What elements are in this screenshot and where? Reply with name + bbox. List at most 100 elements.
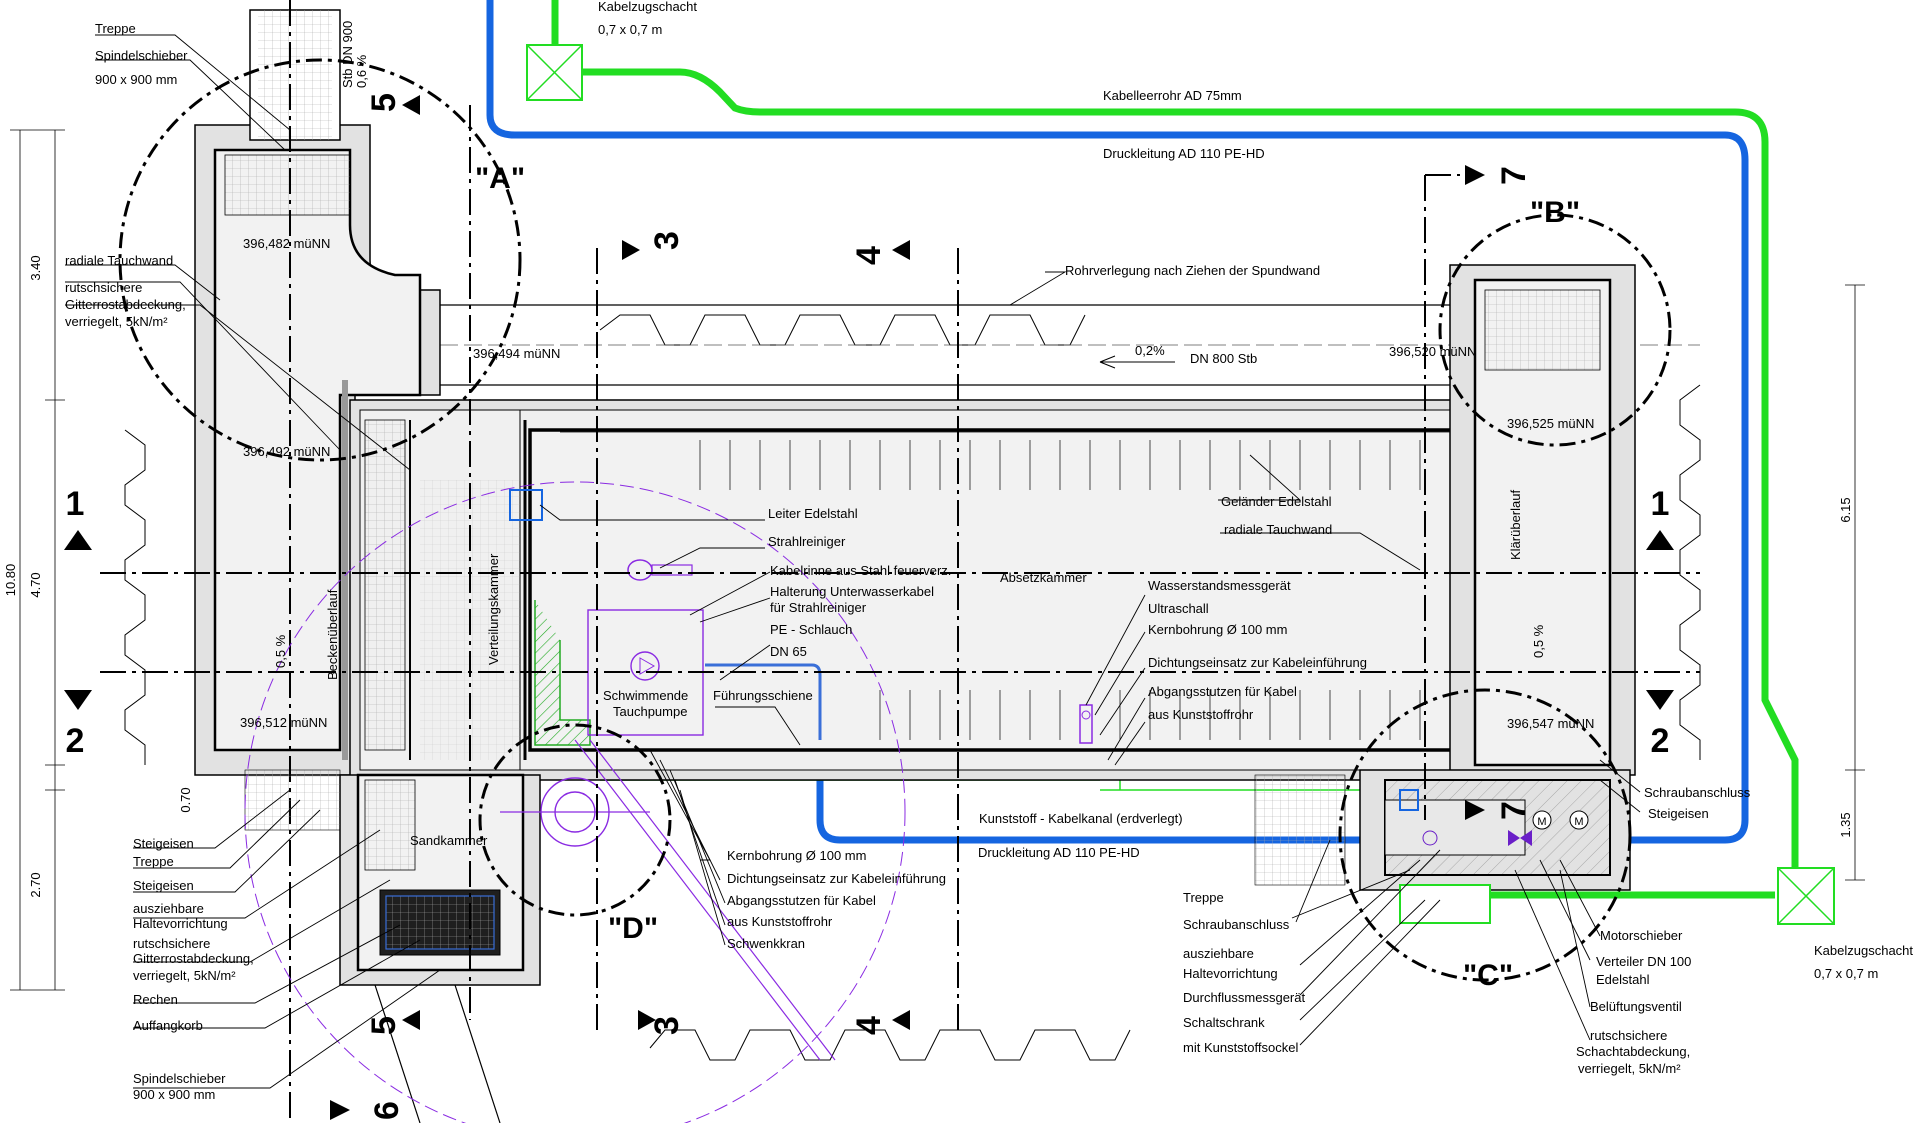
label-kabelzug-right: Kabelzugschacht: [1814, 943, 1913, 958]
label-kabelleerrohr: Kabelleerrohr AD 75mm: [1103, 88, 1242, 103]
label-absetzkammer: Absetzkammer: [1000, 570, 1087, 585]
detail-c-label: "C": [1463, 959, 1513, 992]
label-stb-dn900: Stb DN 900: [340, 21, 355, 88]
label-abdeckung-1: rutschsichere: [1590, 1028, 1667, 1043]
label-gitter-1: rutschsichere: [65, 280, 142, 295]
label-verteiler-2: Edelstahl: [1596, 972, 1650, 987]
strahlreiniger-device: [627, 559, 693, 581]
label-abgang-top-1: Abgangsstutzen für Kabel: [1148, 684, 1297, 699]
dim-left-a: 3.40: [28, 255, 43, 280]
spundwand-bottom: [649, 1029, 1131, 1061]
label-steigeisen-right: Steigeisen: [1648, 806, 1709, 821]
label-halte-2-left: Haltevorrichtung: [133, 916, 228, 931]
label-verteiler-1: Verteiler DN 100: [1596, 954, 1691, 969]
label-abgang-bottom-2: aus Kunststoffrohr: [727, 914, 833, 929]
label-beckenueberlauf: Beckenüberlauf: [325, 589, 340, 680]
detail-b-label: "B": [1530, 196, 1580, 229]
label-sandkammer: Sandkammer: [410, 833, 488, 848]
label-radiale-right: radiale Tauchwand: [1224, 522, 1332, 537]
label-pe-schlauch: PE - Schlauch: [770, 622, 852, 637]
label-schaltschrank-2: mit Kunststoffsockel: [1183, 1040, 1298, 1055]
label-gefaelle-left: 0,5 %: [273, 634, 288, 668]
label-kabelkanal: Kunststoff - Kabelkanal (erdverlegt): [979, 811, 1183, 826]
detail-circles: [118, 58, 1672, 982]
valve-motor-label-2: M: [1574, 816, 1583, 828]
detail-d-label: "D": [608, 912, 658, 945]
treppe-right-pad: [1254, 774, 1346, 886]
label-wasserstand: Wasserstandsmessgerät: [1148, 578, 1291, 593]
label-gitter-3: verriegelt, 5kN/m²: [65, 314, 168, 329]
section-5-top: 5: [365, 93, 403, 112]
label-halte-2-right: Haltevorrichtung: [1183, 966, 1278, 981]
elev-e1: 396,482 müNN: [243, 236, 330, 251]
label-schraub: Schraubanschluss: [1183, 917, 1290, 932]
spundwand-top: [599, 314, 1086, 346]
label-leiter: Leiter Edelstahl: [768, 506, 858, 521]
label-spindel-top-size: 900 x 900 mm: [95, 72, 177, 87]
label-auffangkorb: Auffangkorb: [133, 1018, 203, 1033]
leiter-device: [509, 489, 543, 521]
dim-left-d: 2.70: [28, 872, 43, 897]
label-pumpe-1: Schwimmende: [603, 688, 688, 703]
label-kabelzugschacht-top: Kabelzugschacht: [598, 0, 697, 14]
label-verteilungskammer: Verteilungskammer: [486, 553, 501, 665]
label-druckleitung-bottom: Druckleitung AD 110 PE-HD: [978, 845, 1140, 860]
label-ultraschall: Ultraschall: [1148, 601, 1209, 616]
dim-right-a: 6.15: [1838, 497, 1853, 522]
label-motorschieber: Motorschieber: [1600, 928, 1683, 943]
klaerueberlauf-shaft: [1449, 264, 1636, 776]
dimension-lines: [10, 129, 1865, 991]
label-gelaender: Geländer Edelstahl: [1221, 494, 1332, 509]
label-gefaelle-right: 0,5 %: [1531, 624, 1546, 658]
elev-e4: 396,512 müNN: [240, 715, 327, 730]
label-halterung-1: Halterung Unterwasserkabel: [770, 584, 934, 599]
dim-left-b: 4.70: [28, 572, 43, 597]
label-strahlreiniger: Strahlreiniger: [768, 534, 846, 549]
section-1-right: 1: [1651, 485, 1670, 523]
section-4-bottom: 4: [850, 1016, 888, 1035]
valve-motor-label-1: M: [1537, 816, 1546, 828]
label-schraub-right: Schraubanschluss: [1644, 785, 1751, 800]
label-schwenkkran: Schwenkkran: [727, 936, 805, 951]
label-klaerueberlauf: Klärüberlauf: [1508, 490, 1523, 560]
label-treppe-left: Treppe: [133, 854, 174, 869]
absetzkammer-slope-lines: [699, 440, 1421, 740]
section-6: 6: [368, 1101, 406, 1120]
label-gitter2-1: rutschsichere: [133, 936, 210, 951]
label-gefaelle-dn900: 0,6 %: [354, 54, 369, 88]
label-fuehrung: Führungsschiene: [713, 688, 813, 703]
elev-e5: 396,520 müNN: [1389, 344, 1476, 359]
detail-a-label: "A": [475, 162, 525, 195]
label-spindel-bottom-size: 900 x 900 mm: [133, 1087, 215, 1102]
label-dn65: DN 65: [770, 644, 807, 659]
section-2-left: 2: [66, 722, 85, 760]
label-druckleitung-top: Druckleitung AD 110 PE-HD: [1103, 146, 1265, 161]
label-rohrverlegung: Rohrverlegung nach Ziehen der Spundwand: [1065, 263, 1320, 278]
label-halte-1-left: ausziehbare: [133, 901, 204, 916]
label-belueftung: Belüftungsventil: [1590, 999, 1682, 1014]
section-7-top: 7: [1495, 166, 1533, 185]
label-gefaelle-pipe: 0,2%: [1135, 343, 1165, 358]
elev-e6: 396,525 müNN: [1507, 416, 1594, 431]
elev-e2: 396,494 müNN: [473, 346, 560, 361]
elev-e3: 396,492 müNN: [243, 444, 330, 459]
section-3-top: 3: [648, 231, 686, 250]
elev-e7: 396,547 müNN: [1507, 716, 1594, 731]
section-arrows: [64, 95, 1674, 1120]
label-rechen: Rechen: [133, 992, 178, 1007]
label-radiale-left: radiale Tauchwand: [65, 253, 173, 268]
inlet-pipe-bottom: [374, 984, 501, 1123]
kabelzugschacht-right-box: [1777, 867, 1835, 925]
label-abgang-bottom-1: Abgangsstutzen für Kabel: [727, 893, 876, 908]
label-dichtung-top: Dichtungseinsatz zur Kabeleinführung: [1148, 655, 1367, 670]
label-dichtung-bottom: Dichtungseinsatz zur Kabeleinführung: [727, 871, 946, 886]
section-3-bottom: 3: [648, 1016, 686, 1035]
label-kabelzug-right-size: 0,7 x 0,7 m: [1814, 966, 1878, 981]
spundwand-left: [124, 429, 146, 765]
section-1-left: 1: [66, 485, 85, 523]
dim-right-b: 1.35: [1838, 812, 1853, 837]
section-lines: [100, 105, 1700, 1030]
kabelzugschacht-top-box: [526, 44, 583, 101]
left-inlet-shaft: [194, 124, 441, 776]
